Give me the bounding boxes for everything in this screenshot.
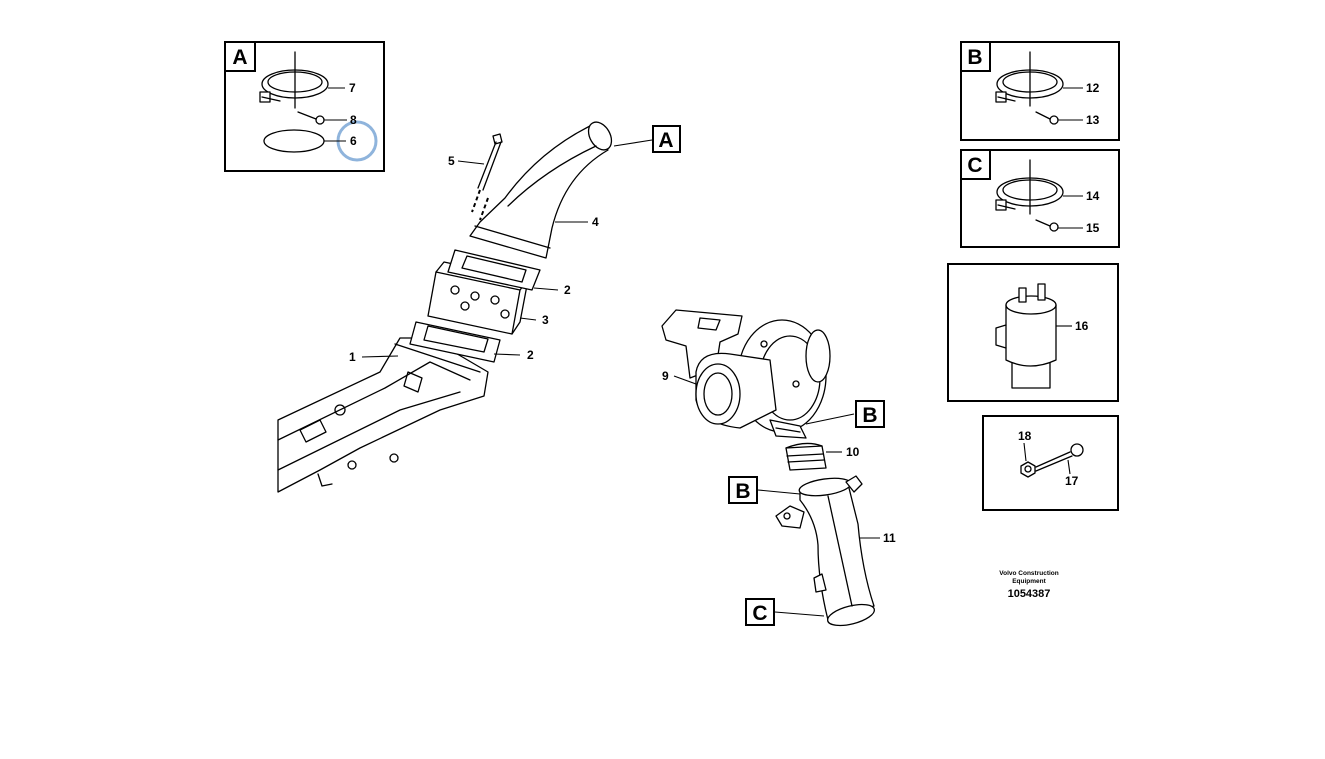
ref-b-tag-lower: B: [735, 480, 750, 503]
exhaust-pipe-4: [469, 121, 613, 259]
callout-5: 5: [448, 154, 455, 168]
callout-4: 4: [592, 215, 599, 229]
callout-18: 18: [1018, 429, 1032, 443]
relay-16-drawing: [995, 283, 1057, 389]
callout-6: 6: [350, 134, 357, 148]
detail-box-relay: 16: [947, 263, 1119, 402]
callout-1: 1: [349, 350, 356, 364]
ref-b-tag-upper: B: [862, 404, 877, 427]
detail-b-tag: B: [967, 46, 982, 69]
brand-line-2: Equipment: [1012, 578, 1046, 585]
callout-7: 7: [349, 81, 356, 95]
ref-c-tag: C: [752, 602, 767, 625]
intake-pipe-11: [775, 475, 876, 627]
callout-11: 11: [883, 531, 896, 545]
callout-12: 12: [1086, 81, 1100, 95]
callout-3: 3: [542, 313, 549, 327]
callout-2-lower: 2: [527, 348, 534, 362]
callout-2-upper: 2: [564, 283, 571, 297]
detail-box-c: C 14 15: [960, 149, 1120, 248]
callout-10: 10: [846, 445, 860, 459]
callout-16: 16: [1075, 319, 1089, 333]
callout-17: 17: [1065, 474, 1079, 488]
callout-13: 13: [1086, 113, 1100, 127]
document-number: 1054387: [1008, 588, 1051, 600]
callout-15: 15: [1086, 221, 1100, 235]
bolt-5: [471, 133, 503, 221]
detail-box-a: A 7 8 6: [224, 41, 385, 172]
nut-18-drawing: [1020, 461, 1036, 478]
gasket-2-lower: [409, 321, 501, 363]
detail-box-fasteners: 18 17: [982, 415, 1119, 511]
exhaust-manifold-1: [277, 337, 489, 493]
callout-9: 9: [662, 369, 669, 383]
brand-line-1: Volvo Construction: [999, 570, 1058, 577]
ref-a-tag: A: [658, 129, 673, 152]
clamp-7-drawing: [259, 51, 329, 109]
detail-c-tag: C: [967, 154, 982, 177]
hose-10: [785, 442, 827, 471]
bolt-17-drawing: [1035, 443, 1084, 472]
gasket-2-upper: [447, 249, 541, 291]
detail-a-tag: A: [232, 46, 247, 69]
turbocharger-9: [661, 309, 831, 439]
callout-8: 8: [350, 113, 357, 127]
callout-14: 14: [1086, 189, 1100, 203]
detail-box-b: B 12 13: [960, 41, 1120, 141]
